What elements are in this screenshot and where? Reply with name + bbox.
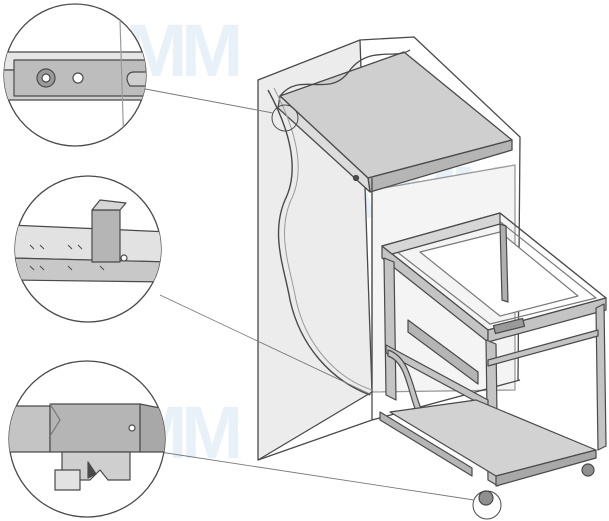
detail-bracket-top — [3, 3, 147, 147]
pullout-basket-frame — [379, 212, 607, 506]
basket-handle — [492, 317, 526, 335]
callout-target-top — [271, 104, 299, 132]
detail-runner-rail — [14, 175, 162, 323]
cutaway-outline — [267, 89, 371, 396]
callout-target-bottom — [472, 490, 502, 520]
mount-screw-icon — [352, 174, 360, 182]
wheel-icon — [478, 490, 494, 506]
wheel-icon — [581, 463, 595, 477]
callout-leader-lines — [139, 87, 475, 501]
runner-slide — [407, 319, 479, 385]
detail-runner-front — [8, 360, 166, 518]
rail-slide-detail-icon — [91, 209, 121, 263]
